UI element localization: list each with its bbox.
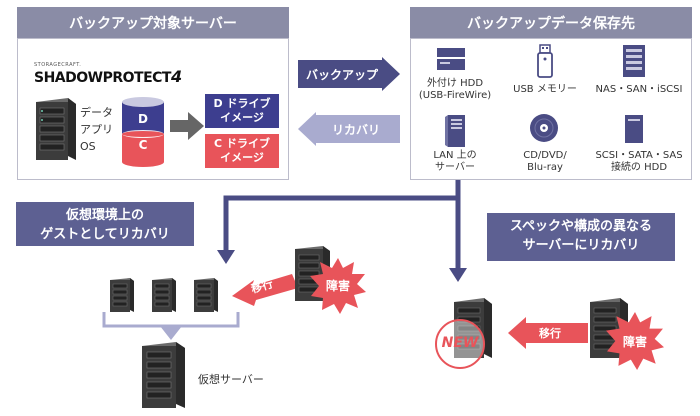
disk-c-label: C — [138, 138, 148, 152]
failure-burst-icon — [310, 258, 366, 314]
lan-server-icon — [445, 115, 465, 147]
migrate-arrow-shape — [508, 317, 588, 349]
storage-label-nas: NAS・SAN・iSCSI — [595, 84, 683, 95]
disc-icon — [530, 114, 558, 142]
shadowprotect-logo: STORAGECRAFT. SHADOWPROTECT4 — [34, 62, 184, 86]
virtual-recovery-title: 仮想環境上の ゲストとしてリカバリ — [16, 202, 194, 246]
c-drive-image-box: C ドライブ イメージ — [205, 134, 279, 168]
storage-label-lan-server: LAN 上の サーバー — [433, 150, 477, 173]
usb-memory-icon — [537, 44, 553, 78]
migrate-arrow-shape — [232, 274, 298, 306]
server-content-labels: データ アプリ OS — [80, 106, 113, 153]
storage-label-usb-memory: USB メモリー — [513, 84, 577, 95]
different-spec-recovery-title: スペックや構成の異なる サーバーにリカバリ — [487, 213, 675, 261]
new-badge-label: NEW — [441, 335, 479, 351]
new-badge-circle — [435, 319, 485, 369]
nas-icon — [623, 45, 645, 77]
gray-arrow-icon — [170, 112, 204, 140]
storage-label-internal-hdd: SCSI・SATA・SAS 接続の HDD — [595, 150, 683, 173]
failure-label-left: 障害 — [325, 279, 350, 293]
backup-storage-title: バックアップデータ保存先 — [410, 7, 692, 38]
virtual-server-label: 仮想サーバー — [198, 373, 264, 386]
logo-small-text: STORAGECRAFT. — [34, 62, 82, 68]
recovery-arrow-shape — [298, 112, 400, 146]
failure-burst-icon — [606, 312, 664, 370]
guest-server-icon — [110, 278, 134, 312]
failure-label-right: 障害 — [622, 335, 647, 349]
logo-version-text: 4 — [170, 67, 183, 86]
guest-server-icon — [194, 278, 218, 312]
disk-cylinder-icon — [122, 97, 164, 167]
storage-label-disc: CD/DVD/ Blu-ray — [523, 150, 567, 173]
backup-arrow-shape — [298, 57, 400, 91]
disk-d-label: D — [138, 112, 148, 126]
guest-server-icon — [152, 278, 176, 312]
d-drive-image-box: D ドライブ イメージ — [205, 94, 279, 128]
storage-label-external-hdd: 外付け HDD (USB-FireWire) — [418, 78, 492, 101]
external-hdd-icon — [437, 48, 465, 70]
backup-target-title: バックアップ対象サーバー — [17, 7, 289, 38]
backup-arrow-label: バックアップ — [305, 67, 378, 82]
recovery-arrow-label: リカバリ — [331, 122, 380, 137]
logo-main-text: SHADOWPROTECT — [34, 70, 171, 86]
source-server-icon — [36, 98, 76, 160]
internal-hdd-icon — [625, 115, 643, 143]
migrate-label-right: 移行 — [539, 327, 561, 340]
virtual-host-server-icon — [142, 342, 185, 408]
